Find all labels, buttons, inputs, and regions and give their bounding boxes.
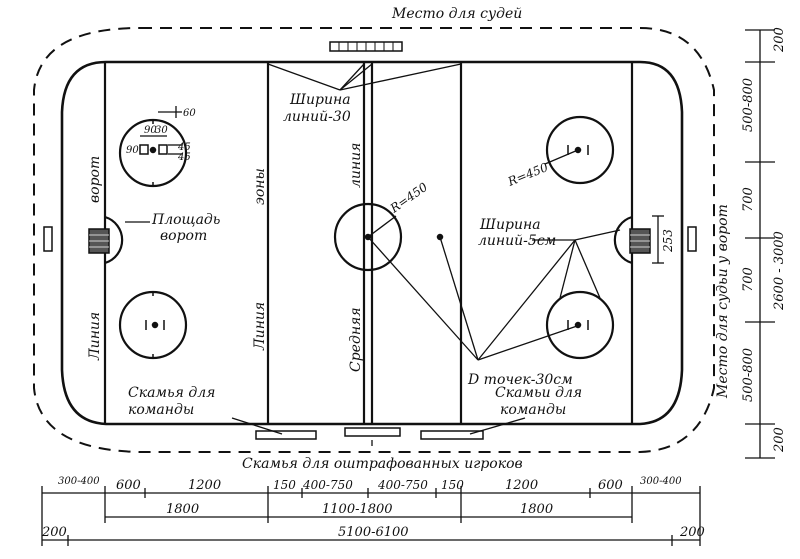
faceoff-circle-right-bottom bbox=[545, 290, 615, 360]
leader-bench-right bbox=[469, 417, 526, 435]
bottom-r1-400-750-right: 400-750 bbox=[377, 478, 428, 492]
dim-90-top: 90 bbox=[144, 125, 157, 136]
right-dim-200-bottom: 200 bbox=[772, 427, 787, 453]
team-bench-right-l1: Скамьи для bbox=[495, 385, 582, 401]
line-width-5-l1: Ширина bbox=[479, 217, 541, 233]
center-line-label-bottom: Средняя bbox=[348, 307, 364, 372]
goal-area-label-l1: Площадь bbox=[151, 212, 220, 228]
goal-area-left bbox=[104, 215, 124, 265]
team-bench-left-box bbox=[255, 430, 317, 440]
bottom-dimension-lines bbox=[41, 486, 701, 546]
bottom-r1-150-right: 150 bbox=[441, 478, 464, 492]
faceoff-circle-right-top bbox=[545, 115, 615, 185]
bottom-r1-300-400-right: 300-400 bbox=[640, 476, 682, 487]
bottom-r3-5100-6100: 5100-6100 bbox=[338, 525, 409, 540]
dim-30: 30 bbox=[155, 125, 168, 136]
team-bench-right-l2: команды bbox=[500, 402, 566, 418]
center-circle bbox=[333, 202, 403, 272]
right-total: 2600 - 3000 bbox=[772, 231, 787, 311]
right-dim-700-a: 700 bbox=[741, 187, 756, 212]
bottom-r3-200-left: 200 bbox=[41, 525, 67, 540]
dim-45-a: 45 bbox=[177, 142, 191, 153]
line-width-30-l1: Ширина bbox=[289, 92, 351, 108]
goal-net-hatch bbox=[89, 234, 650, 248]
bottom-r2-1800-left: 1800 bbox=[166, 502, 199, 517]
dot-diameter-label: D точек-30см bbox=[467, 372, 573, 388]
rink-boundary bbox=[60, 60, 684, 426]
goal-judge-place-label: Место для судьи у ворот bbox=[715, 204, 731, 399]
radius-zone-label: R=450 bbox=[505, 160, 550, 189]
goal-line-label-top: ворот bbox=[87, 156, 103, 203]
right-dim-500-800-bottom: 500-800 bbox=[741, 348, 756, 402]
dim-small-lines bbox=[140, 106, 182, 155]
zone-line-label-top: эоны bbox=[252, 168, 268, 205]
judges-bench-ticks bbox=[338, 42, 394, 51]
right-dim-200-top: 200 bbox=[772, 27, 787, 53]
bottom-r1-1200-left: 1200 bbox=[188, 478, 221, 493]
bottom-r1-600-right: 600 bbox=[598, 478, 623, 493]
leader-lines bbox=[125, 63, 621, 361]
line-width-5-l2: линий-5см bbox=[478, 233, 556, 249]
goal-judge-box-right bbox=[687, 226, 697, 252]
bottom-r1-600-left: 600 bbox=[116, 478, 141, 493]
bottom-r2-1100-1800: 1100-1800 bbox=[322, 502, 393, 517]
dim-90-left: 90 bbox=[126, 145, 139, 156]
faceoff-marks bbox=[139, 120, 589, 358]
right-dim-500-800-top: 500-800 bbox=[741, 78, 756, 132]
goal-line-label-bottom: Линия bbox=[87, 312, 103, 361]
dim-253: 253 bbox=[661, 229, 675, 253]
radius-center-label: R=450 bbox=[387, 180, 431, 216]
bottom-r1-400-750-left: 400-750 bbox=[302, 478, 353, 492]
team-bench-left-l2: команды bbox=[128, 402, 194, 418]
dim-60: 60 bbox=[183, 108, 196, 119]
bottom-r1-1200-right: 1200 bbox=[505, 478, 538, 493]
team-bench-right-box bbox=[420, 430, 484, 440]
right-dimension-lines bbox=[745, 29, 775, 459]
dim-45-b: 45 bbox=[177, 152, 191, 163]
center-line-label-top: линия bbox=[348, 143, 364, 188]
bottom-r3-200-right: 200 bbox=[679, 525, 705, 540]
dim-253-lines bbox=[652, 215, 664, 264]
goal-area-right bbox=[613, 215, 633, 265]
penalty-bench-label: Скамья для оштрафованных игроков bbox=[242, 456, 523, 472]
leader-bench-left bbox=[231, 417, 283, 435]
bottom-r2-1800-right: 1800 bbox=[520, 502, 553, 517]
bottom-r1-300-400-left: 300-400 bbox=[58, 476, 100, 487]
outer-dashed-boundary bbox=[33, 27, 715, 453]
judges-place-label: Место для судей bbox=[391, 6, 522, 22]
goal-judge-box-left bbox=[43, 226, 53, 252]
penalty-bench-box bbox=[344, 427, 401, 437]
zone-line-label-bottom: Линия bbox=[252, 302, 268, 351]
goal-area-label-l2: ворот bbox=[160, 228, 207, 244]
right-dim-700-b: 700 bbox=[741, 267, 756, 292]
line-width-30-l2: линий-30 bbox=[283, 109, 351, 125]
bottom-r1-150-left: 150 bbox=[273, 478, 296, 492]
team-bench-left-l1: Скамья для bbox=[128, 385, 215, 401]
